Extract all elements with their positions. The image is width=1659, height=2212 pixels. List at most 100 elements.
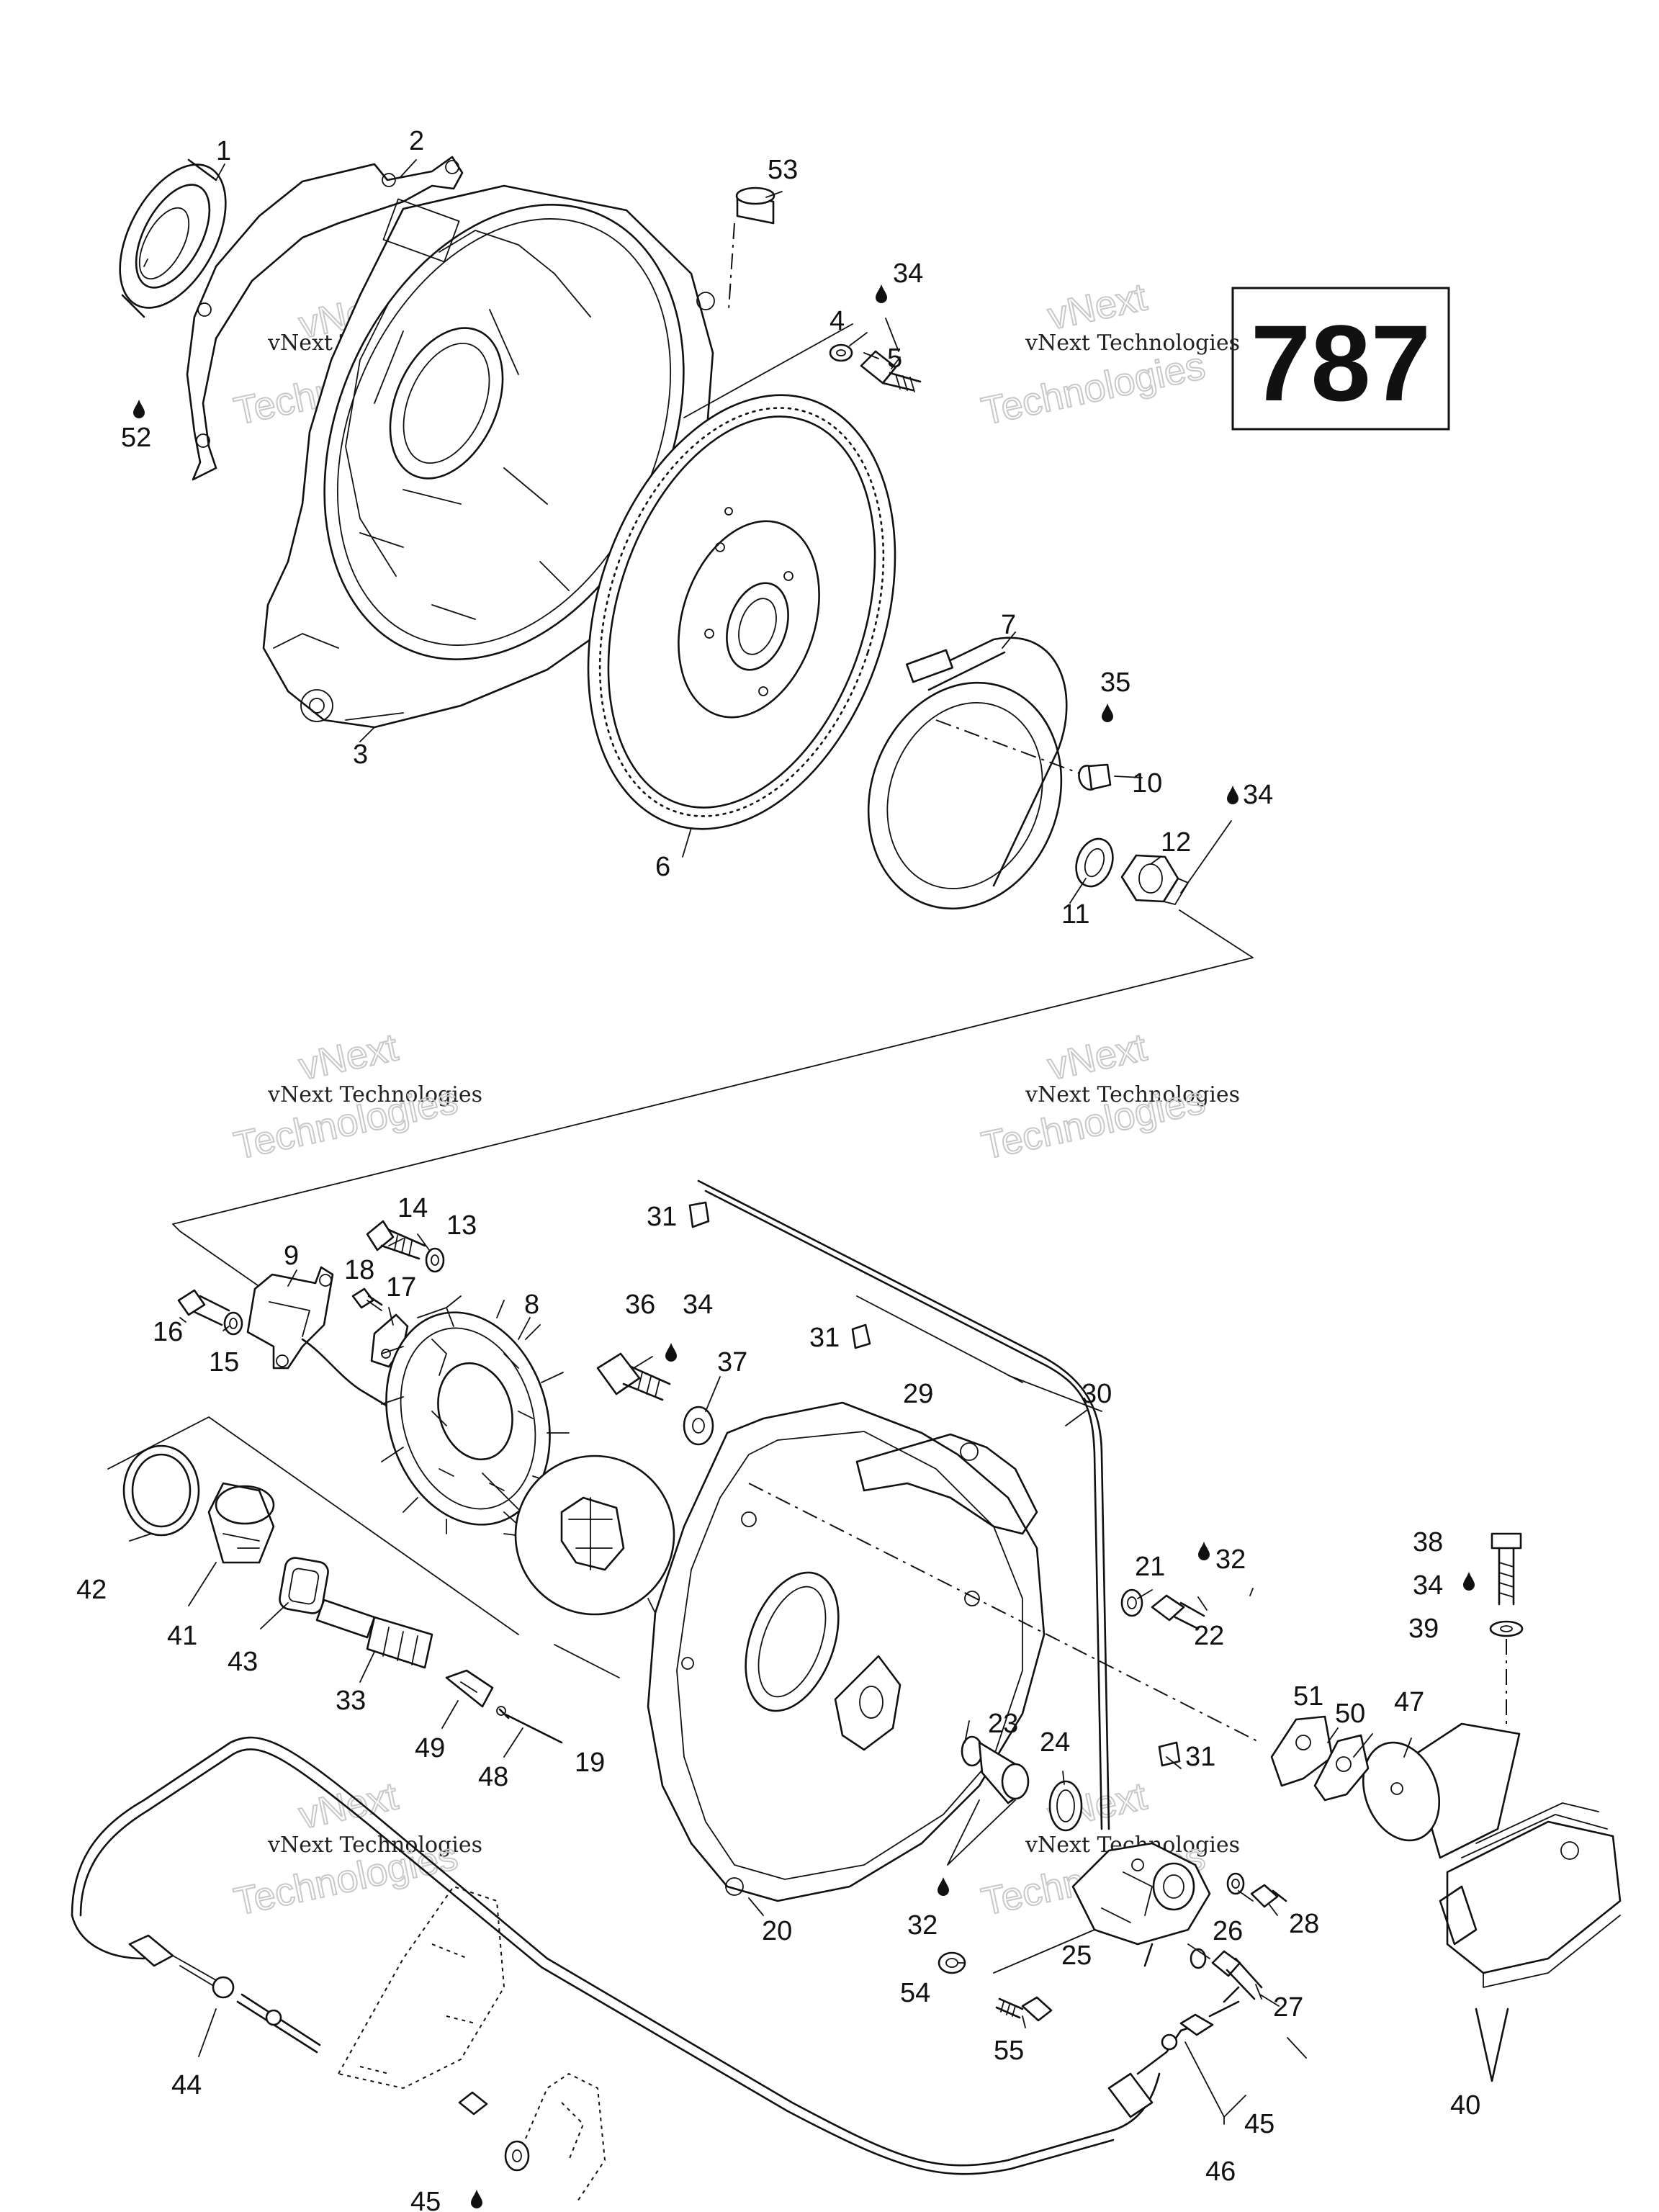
leader-lines (129, 159, 1412, 2125)
bolt-part-38 (1491, 1532, 1522, 1606)
callout-16: 16 (153, 1317, 183, 1347)
connector-housing-part-49 (445, 1669, 494, 1708)
callout-50: 50 (1335, 1699, 1365, 1729)
callout-2: 2 (409, 126, 424, 156)
stator-part-8 (381, 1295, 570, 1534)
housing-leader-line (683, 323, 853, 418)
callout-21: 21 (1135, 1552, 1165, 1582)
callout-32-bottom: 32 (907, 1910, 938, 1941)
callout-39: 39 (1408, 1614, 1439, 1644)
mount-bracket-part-40 (1439, 1802, 1622, 2082)
detail-magnifier-circle (482, 1455, 675, 1616)
callout-5: 5 (887, 343, 902, 374)
callout-36: 36 (625, 1290, 655, 1320)
callout-labels: 1 2 3 4 5 6 7 10 11 12 35 34 34 52 53 8 … (76, 126, 1480, 2212)
callout-14: 14 (397, 1193, 428, 1223)
screw-part-28 (1250, 1884, 1287, 1908)
lock-washer-part-11 (1075, 837, 1114, 888)
watermark-bottom-left: vNext vNext Technologies Technologies (230, 1773, 482, 1924)
svg-text:vNext: vNext (295, 1774, 402, 1837)
svg-text:vNext Technologies: vNext Technologies (267, 1833, 482, 1858)
svg-text:vNext: vNext (295, 1025, 402, 1088)
oil-seal-part-1 (119, 158, 227, 318)
lever-assembly-part-25 (1071, 1842, 1211, 1967)
solenoid-part-47 (1362, 1722, 1521, 1859)
diagram-number-box: 787 (1231, 287, 1450, 431)
callout-38: 38 (1413, 1527, 1443, 1557)
cable-end-part-46 (1107, 2022, 1204, 2118)
oil-drop-icon (1102, 703, 1113, 722)
svg-text:vNext: vNext (1044, 1025, 1151, 1088)
callout-15: 15 (209, 1347, 239, 1377)
screw-part-18 (351, 1287, 383, 1309)
washer-part-15 (223, 1311, 243, 1336)
clip-part-31-top (688, 1201, 710, 1228)
svg-text:vNext Technologies: vNext Technologies (1025, 1082, 1240, 1107)
rotor-centerline (935, 719, 1088, 777)
phantom-lever-bracket (337, 1885, 606, 2204)
callout-48: 48 (478, 1762, 508, 1792)
callout-22: 22 (1194, 1621, 1224, 1651)
trigger-bracket-part-9 (246, 1266, 433, 1434)
callout-35: 35 (1100, 667, 1130, 698)
callout-49: 49 (415, 1733, 445, 1763)
choke-cable-part-30 (697, 1179, 1110, 1830)
callout-24: 24 (1040, 1727, 1070, 1758)
callout-8: 8 (524, 1290, 539, 1320)
watermark-middle-right: vNext vNext Technologies Technologies (977, 1025, 1240, 1168)
callout-45-right: 45 (1244, 2109, 1274, 2139)
throttle-cable-part-44 (71, 1736, 1161, 2175)
cover-part-20 (647, 1401, 1046, 1902)
callout-20: 20 (762, 1916, 792, 1946)
callout-12: 12 (1161, 827, 1191, 858)
callout-32-right: 32 (1215, 1545, 1246, 1575)
dowel-sleeve-part-53 (728, 186, 775, 310)
washer-part-26 (1226, 1872, 1245, 1895)
clip-part-31-bottom (1158, 1741, 1181, 1767)
callout-26: 26 (1213, 1916, 1243, 1946)
callout-46: 46 (1205, 2157, 1236, 2187)
screw-part-14 (366, 1220, 426, 1260)
callout-47: 47 (1394, 1687, 1424, 1717)
washer-part-37 (683, 1406, 714, 1446)
assembly-leader-12-to-9 (172, 909, 1254, 1290)
callout-4: 4 (830, 306, 845, 336)
callout-3: 3 (353, 739, 368, 770)
seal-part-42 (122, 1444, 200, 1537)
oil-drop-icon (133, 400, 145, 418)
watermark-middle-left: vNext vNext Technologies Technologies (230, 1025, 482, 1168)
callout-34-solenoid: 34 (1413, 1570, 1443, 1601)
callout-34-top: 34 (893, 258, 923, 289)
callout-23: 23 (988, 1709, 1018, 1739)
oil-drop-icon (471, 2190, 482, 2208)
callout-10: 10 (1132, 768, 1162, 799)
ring-gear-part-6 (587, 394, 896, 830)
bolt-part-22 (1151, 1594, 1205, 1630)
callout-34-middle: 34 (683, 1290, 713, 1320)
callout-34-right: 34 (1243, 780, 1273, 810)
callout-53: 53 (768, 155, 798, 185)
ring-part-24 (1048, 1780, 1083, 1832)
callout-9: 9 (284, 1241, 299, 1271)
screw-part-16 (177, 1289, 230, 1326)
callout-40: 40 (1450, 2090, 1480, 2121)
callout-18: 18 (344, 1255, 374, 1285)
callout-30: 30 (1082, 1379, 1112, 1409)
bolt-part-36 (596, 1352, 671, 1401)
callout-42: 42 (76, 1575, 107, 1605)
svg-text:vNext: vNext (1044, 275, 1151, 338)
callout-25: 25 (1061, 1941, 1092, 1971)
washer-part-39 (1489, 1620, 1524, 1637)
callout-31-middle: 31 (809, 1323, 840, 1353)
clip-part-31-middle (851, 1323, 871, 1349)
callout-28: 28 (1289, 1909, 1319, 1939)
callout-6: 6 (655, 852, 670, 882)
callout-7: 7 (1001, 610, 1016, 640)
cable-part-29 (856, 1295, 1102, 1412)
callout-27: 27 (1273, 1992, 1303, 2023)
callout-31-top: 31 (647, 1202, 677, 1232)
grommet-part-43 (279, 1557, 329, 1614)
callout-1: 1 (216, 136, 231, 166)
bracket-part-50 (1313, 1734, 1370, 1802)
